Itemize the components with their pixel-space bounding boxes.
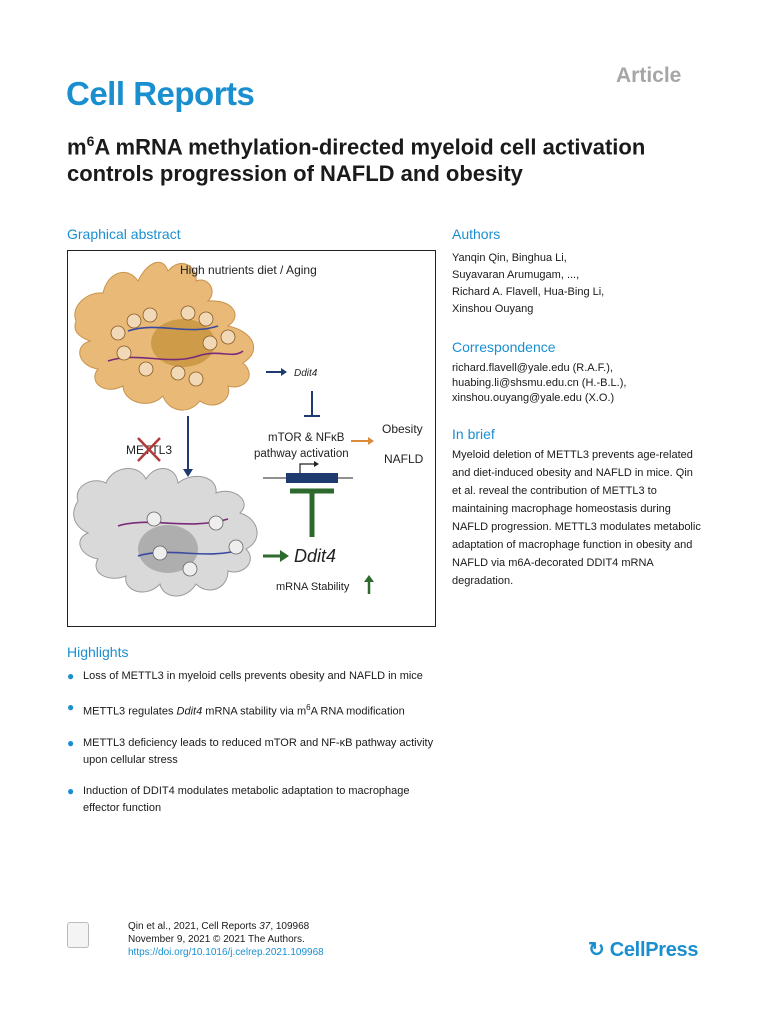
article-type-label: Article (616, 64, 682, 87)
graphical-abstract-heading: Graphical abstract (67, 226, 181, 242)
ga-ddit4-small: Ddit4 (294, 368, 318, 379)
obesity-arrowhead (368, 437, 374, 445)
title-rest: A mRNA methylation-directed myeloid cell… (67, 134, 646, 187)
bottom-nucleus (138, 525, 198, 573)
authors-list: Yanqin Qin, Binghua Li, Suyavaran Arumug… (452, 250, 712, 318)
graphical-abstract-svg: High nutrients diet / Aging Ddit4 METTL3… (73, 261, 424, 597)
ga-pathway2: pathway activation (254, 448, 349, 460)
correspondence-email[interactable]: xinshou.ouyang@yale.edu (X.O.) (452, 392, 615, 404)
correspondence-heading: Correspondence (452, 339, 556, 355)
title-superscript: 6 (86, 133, 95, 149)
ga-top-label: High nutrients diet / Aging (180, 263, 317, 277)
top-mrna-strand-1 (107, 350, 244, 362)
title-prefix: m (67, 134, 87, 160)
journal-logo: Cell Reports (66, 75, 255, 112)
graphical-abstract-figure: High nutrients diet / Aging Ddit4 METTL3… (67, 250, 436, 627)
bullet-icon: ● (67, 669, 75, 683)
bullet-icon: ● (67, 700, 75, 714)
gene-box (286, 473, 338, 483)
highlight-item: ●METTL3 deficiency leads to reduced mTOR… (67, 735, 434, 766)
bullet-icon: ● (67, 735, 75, 750)
highlight-item: ●Loss of METTL3 in myeloid cells prevent… (67, 669, 423, 683)
citation-footer: Qin et al., 2021, Cell Reports 37, 10996… (128, 920, 324, 959)
cellpress-logo: ↻ CellPress (588, 939, 699, 961)
author-line: Xinshou Ouyang (452, 303, 534, 315)
tss-arrow (299, 463, 314, 473)
top-mrna-strand-2 (127, 325, 219, 332)
in-brief-text: Myeloid deletion of METTL3 prevents age-… (452, 449, 701, 587)
tss-arrowhead (314, 461, 319, 467)
ddit4-small-arrowhead (281, 368, 287, 376)
stability-up-arrowhead (364, 575, 374, 582)
in-brief-heading: In brief (452, 426, 495, 442)
highlights-heading: Highlights (67, 644, 129, 660)
check-for-updates-icon[interactable] (67, 922, 89, 948)
highlights-list: ●Loss of METTL3 in myeloid cells prevent… (67, 668, 447, 831)
citation-date: November 9, 2021 © 2021 The Authors. (128, 934, 305, 945)
ga-mrna-stability: mRNA Stability (276, 581, 350, 593)
transition-arrowhead (183, 469, 193, 477)
author-line: Yanqin Qin, Binghua Li, (452, 252, 567, 264)
correspondence-email[interactable]: huabing.li@shsmu.edu.cn (H.-B.L.), (452, 377, 627, 389)
paper-title: m6A mRNA methylation-directed myeloid ce… (67, 128, 667, 187)
bottom-m6a-badges (146, 511, 244, 577)
mettl3-cross-2 (137, 437, 161, 462)
ga-ddit4-large: Ddit4 (294, 546, 336, 566)
citation-line: Qin et al., 2021, Cell Reports 37, 10996… (128, 921, 310, 932)
top-m6a-badges (110, 305, 236, 387)
correspondence-list: richard.flavell@yale.edu (R.A.F.), huabi… (452, 361, 626, 406)
doi-link[interactable]: https://doi.org/10.1016/j.celrep.2021.10… (128, 947, 324, 958)
bullet-icon: ● (67, 783, 75, 798)
author-line: Richard A. Flavell, Hua-Bing Li, (452, 286, 605, 298)
author-line: Suyavaran Arumugam, ..., (452, 269, 580, 281)
ga-obesity: Obesity (382, 422, 423, 436)
ga-nafld: NAFLD (384, 452, 424, 466)
ga-pathway: mTOR & NFκB (268, 432, 345, 444)
highlight-item: ●Induction of DDIT4 modulates metabolic … (67, 783, 410, 814)
cellpress-mark-icon: ↻ (588, 939, 610, 961)
ddit4-large-arrowhead (280, 550, 289, 562)
highlight-item: ●METTL3 regulates Ddit4 mRNA stability v… (67, 700, 405, 718)
correspondence-email[interactable]: richard.flavell@yale.edu (R.A.F.), (452, 362, 613, 374)
authors-heading: Authors (452, 226, 501, 242)
